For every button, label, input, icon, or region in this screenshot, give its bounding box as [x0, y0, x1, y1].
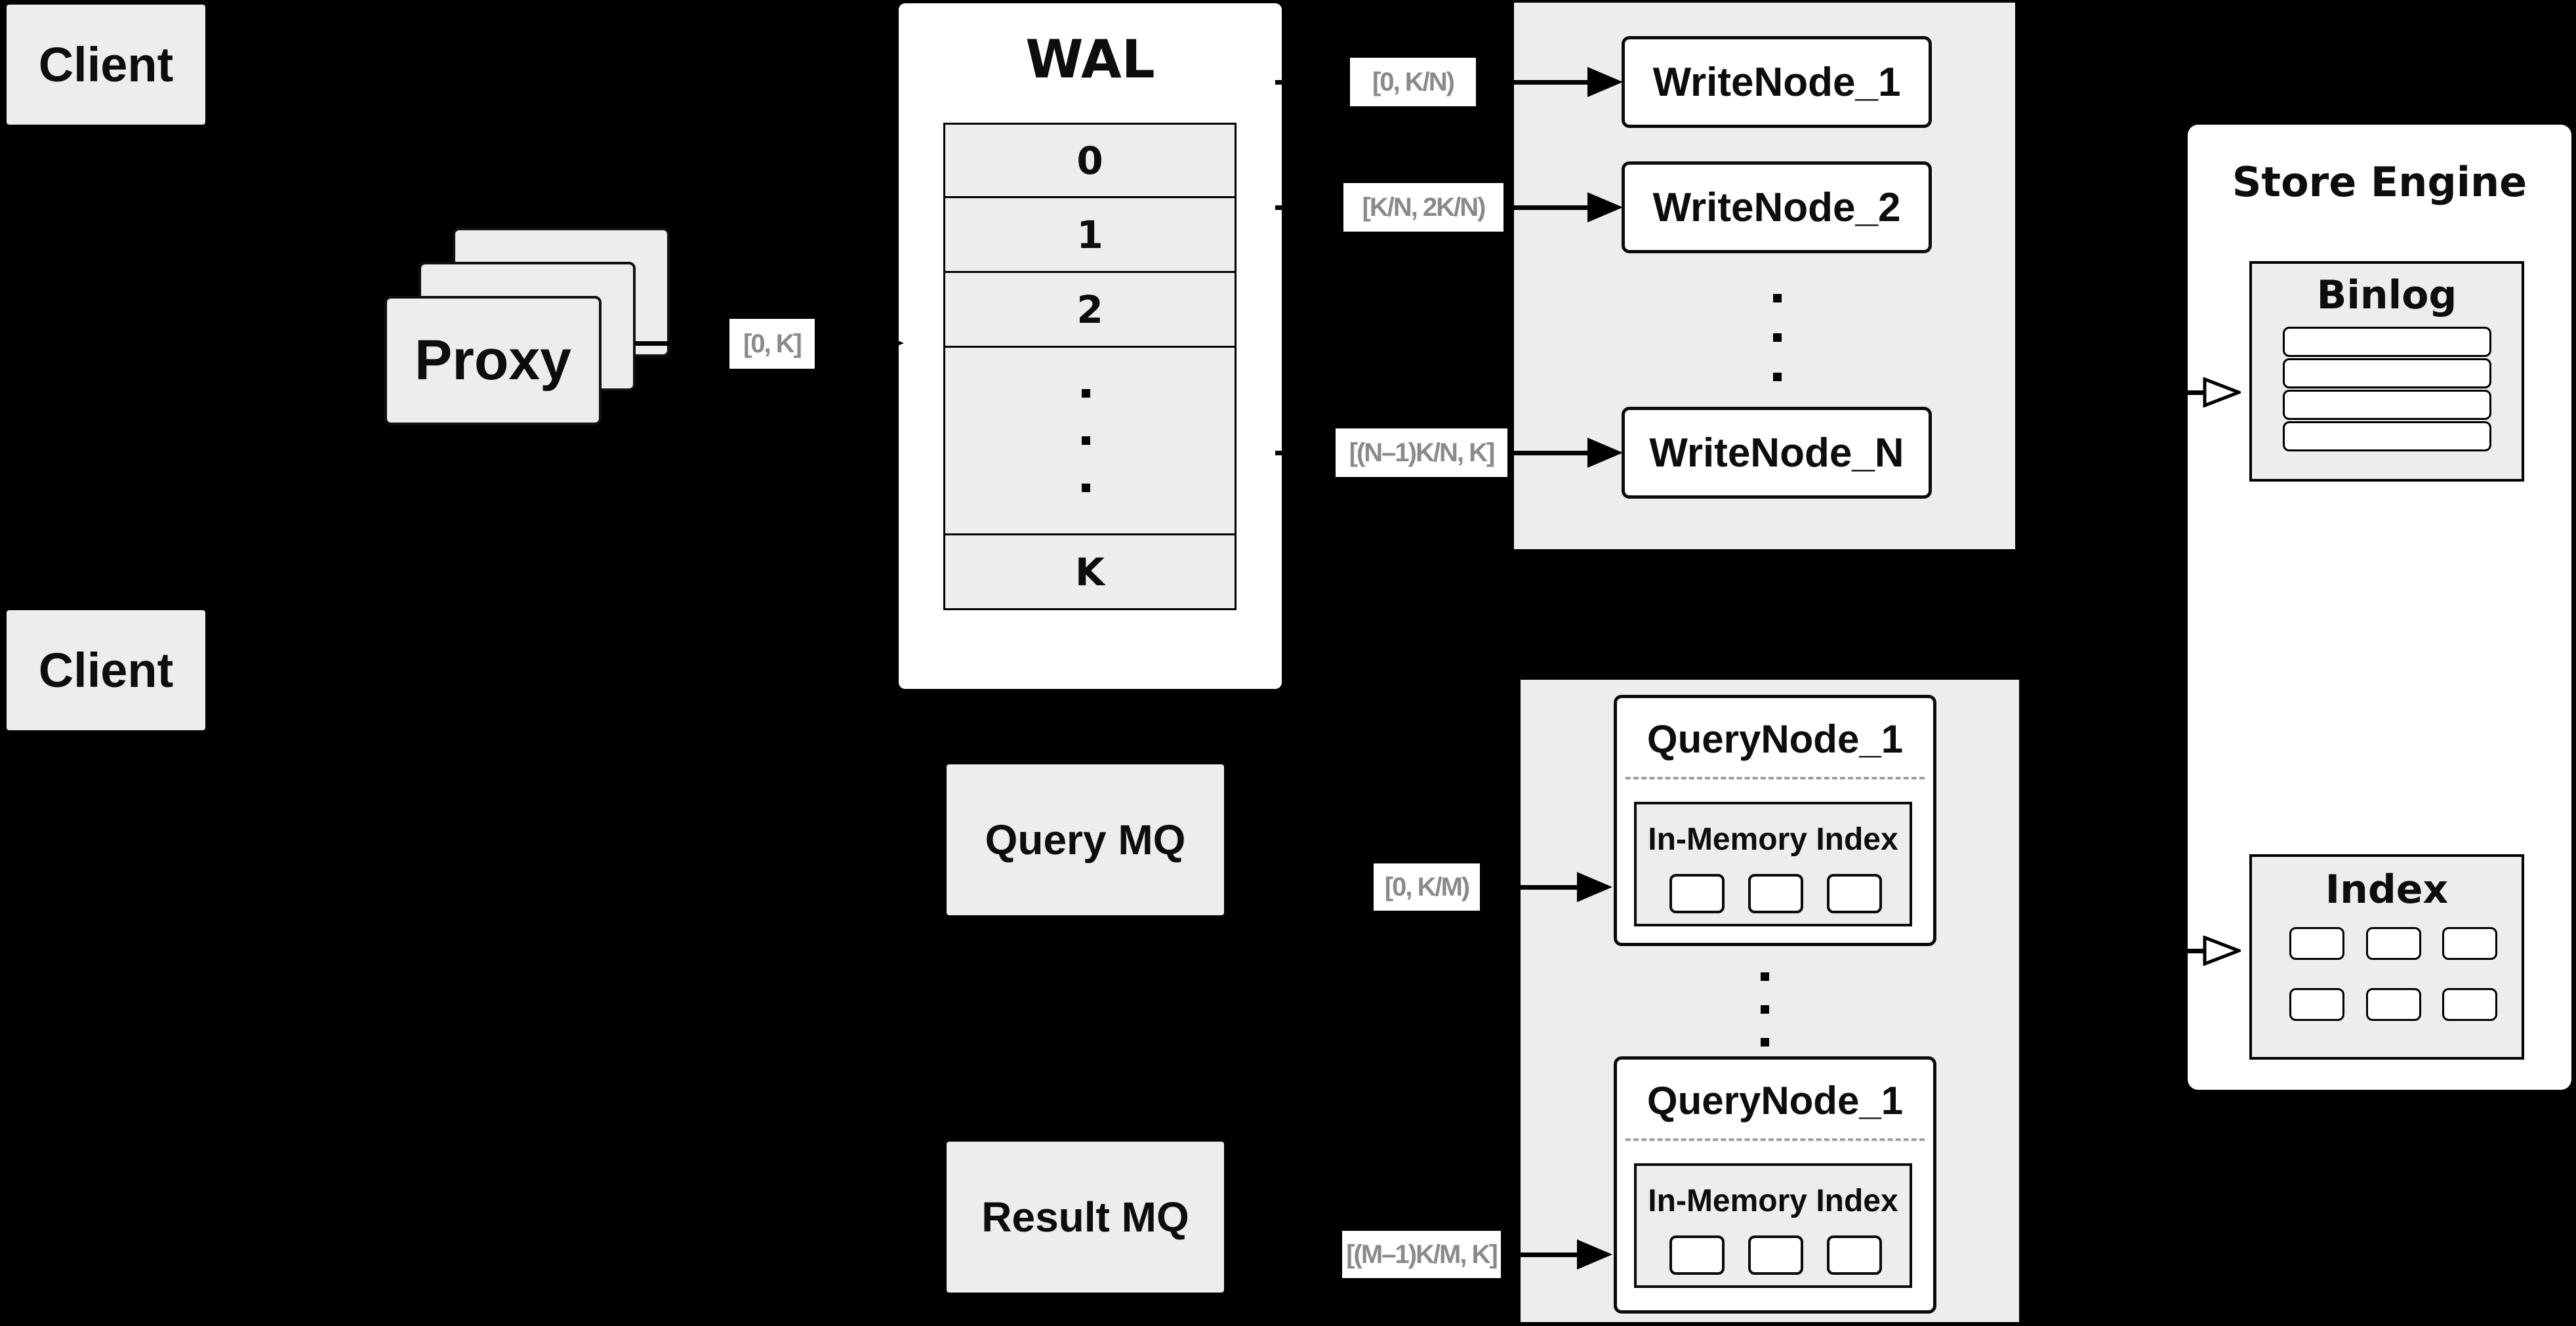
ellipsis-dot [1761, 1005, 1769, 1014]
ellipsis-dot [1773, 373, 1782, 381]
in-memory-index-box: In-Memory Index [1634, 802, 1912, 926]
index-cell [2366, 927, 2421, 960]
in-memory-index-box: In-Memory Index [1634, 1163, 1912, 1288]
ellipsis-dot [1761, 1038, 1769, 1046]
range-chip-querynode-1: [0, K/M) [1374, 863, 1480, 911]
index-cell [2289, 988, 2344, 1021]
store-engine-title: Store Engine [2232, 158, 2527, 206]
dashed-divider [1625, 1138, 1925, 1141]
range-chip-proxy-wal: [0, K] [729, 319, 815, 369]
client-box-top: Client [7, 5, 205, 125]
connector-writepanel-binlog [2017, 390, 2206, 395]
wal-row-ellipsis [945, 348, 1235, 535]
range-chip-querynode-2: [(M–1)K/M, K] [1342, 1231, 1501, 1278]
segment-cell [1669, 874, 1725, 913]
client-box-bottom: Client [7, 610, 205, 730]
ellipsis-dot [1761, 972, 1769, 981]
range-chip-writenode-1: [0, K/N) [1350, 58, 1476, 106]
open-arrowhead-icon [2203, 936, 2241, 966]
ellipsis-dot [1082, 389, 1090, 398]
segment-cell [1748, 1235, 1803, 1275]
ellipsis-dot [1082, 436, 1090, 445]
write-node-n: WriteNode_N [1622, 407, 1932, 499]
filled-arrowhead-icon [1587, 192, 1623, 222]
range-chip-writenode-n: [(N–1)K/N, K] [1336, 428, 1507, 477]
query-node-panel: QueryNode_1 In-Memory Index QueryNode_1 … [1521, 680, 2019, 1322]
write-node-1: WriteNode_1 [1622, 36, 1932, 128]
index-title: Index [2325, 866, 2449, 913]
binlog-row [2283, 421, 2491, 451]
ellipsis-dot [1082, 484, 1090, 492]
filled-arrowhead-icon [1587, 67, 1623, 97]
ellipsis-dot [1773, 333, 1782, 342]
index-cell [2366, 988, 2421, 1021]
segment-cell [1669, 1235, 1725, 1275]
filled-arrowhead-icon [869, 328, 904, 358]
ellipsis-dot [1773, 294, 1782, 302]
in-memory-index-title: In-Memory Index [1648, 822, 1898, 857]
connector-querypanel-index [2020, 949, 2206, 953]
segment-cell [1827, 874, 1882, 913]
wal-row: 1 [945, 198, 1235, 273]
in-memory-index-title: In-Memory Index [1648, 1184, 1898, 1218]
query-node-title: QueryNode_1 [1646, 1079, 1904, 1123]
write-node-2: WriteNode_2 [1622, 161, 1932, 253]
index-cell [2442, 927, 2497, 960]
range-chip-writenode-2: [K/N, 2K/N) [1343, 183, 1503, 232]
store-engine-box: Store Engine Binlog Index [2188, 125, 2571, 1090]
index-cell [2442, 988, 2497, 1021]
wal-row: K [945, 535, 1235, 608]
filled-arrowhead-icon [1577, 872, 1612, 902]
filled-arrowhead-icon [1577, 1239, 1612, 1270]
wal-row: 0 [945, 125, 1235, 198]
binlog-box: Binlog [2249, 261, 2524, 482]
index-box: Index [2249, 854, 2524, 1060]
wal-row: 2 [945, 273, 1235, 348]
query-node-title: QueryNode_1 [1646, 717, 1904, 761]
segment-cell [1827, 1235, 1882, 1275]
index-cell [2289, 927, 2344, 960]
binlog-row [2283, 358, 2491, 388]
open-arrowhead-icon [2203, 377, 2241, 407]
query-mq-box: Query MQ [947, 764, 1224, 915]
dashed-divider [1625, 777, 1925, 779]
query-node-top: QueryNode_1 In-Memory Index [1614, 695, 1936, 946]
wal-title: WAL [1025, 28, 1155, 90]
result-mq-box: Result MQ [947, 1142, 1224, 1293]
wal-box: WAL 0 1 2 K [899, 3, 1282, 689]
proxy-card-front: Proxy [384, 296, 602, 425]
segment-cell [1748, 874, 1803, 913]
wal-segment-table: 0 1 2 K [943, 123, 1237, 610]
query-node-bottom: QueryNode_1 In-Memory Index [1614, 1056, 1936, 1314]
binlog-title: Binlog [2316, 272, 2457, 318]
binlog-row [2283, 327, 2491, 357]
binlog-row [2283, 390, 2491, 420]
filled-arrowhead-icon [1587, 438, 1623, 468]
